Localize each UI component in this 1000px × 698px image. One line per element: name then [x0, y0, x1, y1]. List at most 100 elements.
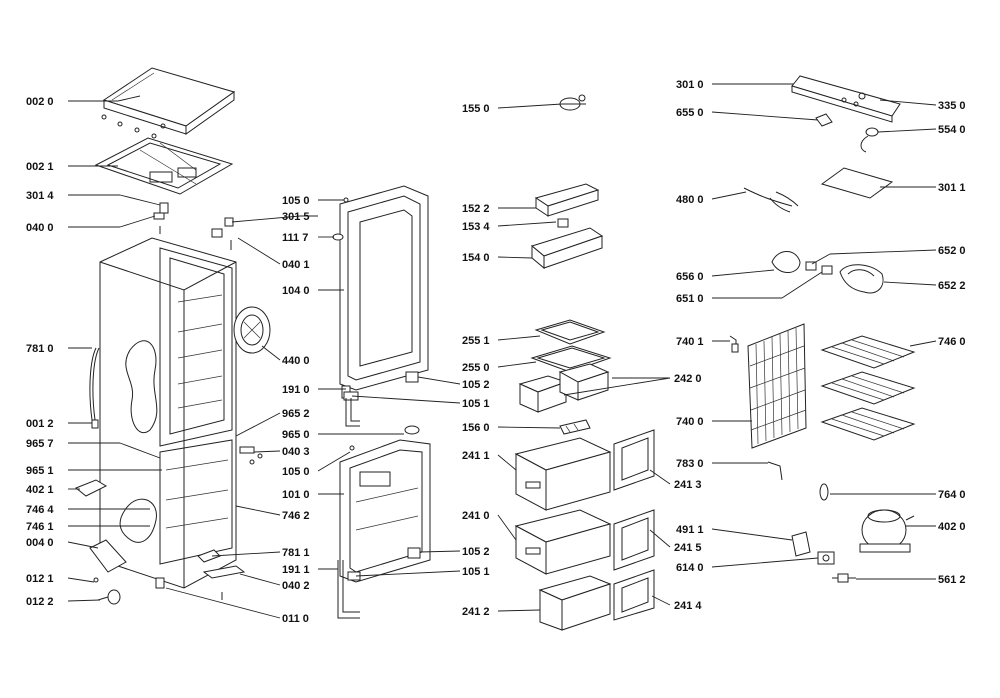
- label-152-2: 152 2: [462, 203, 490, 215]
- part-relay-box: [791, 531, 811, 557]
- label-105-0-lower: 105 0: [282, 466, 310, 478]
- label-191-1: 191 1: [282, 564, 310, 576]
- part-switch: [815, 113, 833, 127]
- part-info-plate: [820, 167, 894, 199]
- label-561-2: 561 2: [938, 574, 966, 586]
- label-241-1: 241 1: [462, 450, 490, 462]
- label-241-5: 241 5: [674, 542, 702, 554]
- label-242-0: 242 0: [674, 373, 702, 385]
- part-bottom-components: [75, 479, 246, 605]
- label-740-1: 740 1: [676, 336, 704, 348]
- part-small-shelf-clip: [557, 218, 569, 228]
- part-top-frame: [94, 137, 234, 195]
- label-255-1: 255 1: [462, 335, 490, 347]
- label-335-0: 335 0: [938, 100, 966, 112]
- label-155-0: 155 0: [462, 103, 490, 115]
- label-255-0: 255 0: [462, 362, 490, 374]
- part-pipe-left: [89, 347, 100, 429]
- label-740-0: 740 0: [676, 416, 704, 428]
- part-hinge-middle: [239, 446, 263, 465]
- label-965-0: 965 0: [282, 429, 310, 441]
- label-746-2: 746 2: [282, 510, 310, 522]
- label-156-0: 156 0: [462, 422, 490, 434]
- label-241-2: 241 2: [462, 606, 490, 618]
- part-thermostat-knob: [559, 94, 586, 111]
- label-105-1-upper: 105 1: [462, 398, 490, 410]
- label-153-4: 153 4: [462, 221, 490, 233]
- label-491-1: 491 1: [676, 524, 704, 536]
- label-040-3: 040 3: [282, 446, 310, 458]
- label-105-2-lower: 105 2: [462, 546, 490, 558]
- part-drawer-bottom: [538, 575, 612, 631]
- label-781-1: 781 1: [282, 547, 310, 559]
- label-301-4: 301 4: [26, 190, 54, 202]
- part-seal-ring: [819, 483, 829, 501]
- part-door-shelf-lower: [530, 227, 604, 270]
- part-hinge-top: [153, 202, 169, 234]
- label-105-1-lower: 105 1: [462, 566, 490, 578]
- label-002-0: 002 0: [26, 96, 54, 108]
- part-glass-shelves: [530, 319, 612, 373]
- label-301-0: 301 0: [676, 79, 704, 91]
- label-965-7: 965 7: [26, 438, 54, 450]
- label-402-1: 402 1: [26, 484, 54, 496]
- label-652-2: 652 2: [938, 280, 966, 292]
- label-746-4: 746 4: [26, 504, 54, 516]
- label-241-4: 241 4: [674, 600, 702, 612]
- part-control-panel: [791, 75, 901, 123]
- label-554-0: 554 0: [938, 124, 966, 136]
- label-746-1: 746 1: [26, 521, 54, 533]
- part-door-bar-fridge: [345, 398, 360, 427]
- label-040-0: 040 0: [26, 222, 54, 234]
- part-grille: [559, 419, 591, 435]
- part-door-light: [332, 233, 344, 241]
- part-drawer-front-middle: [613, 509, 655, 571]
- part-small-clip-a: [211, 217, 234, 250]
- label-111-7: 111 7: [282, 232, 308, 244]
- label-402-0: 402 0: [938, 521, 966, 533]
- label-040-2: 040 2: [282, 580, 310, 592]
- part-evaporator: [747, 323, 807, 449]
- label-656-0: 656 0: [676, 271, 704, 283]
- label-011-0: 011 0: [282, 613, 309, 625]
- part-fan: [233, 306, 271, 354]
- part-drain-tube: [767, 461, 783, 481]
- label-002-1: 002 1: [26, 161, 54, 173]
- part-lamp-group: [771, 251, 884, 294]
- label-191-0: 191 0: [282, 384, 310, 396]
- part-screw-door-top: [343, 197, 349, 203]
- part-drawer-middle: [514, 509, 612, 575]
- part-freezer-door: [337, 425, 431, 619]
- label-965-1: 965 1: [26, 465, 54, 477]
- label-301-1: 301 1: [938, 182, 966, 194]
- label-105-2-upper: 105 2: [462, 379, 490, 391]
- part-starter: [817, 551, 835, 565]
- label-480-0: 480 0: [676, 194, 704, 206]
- label-012-1: 012 1: [26, 573, 54, 585]
- leader-lines: [67, 83, 937, 619]
- part-drawer-top: [514, 437, 612, 511]
- part-filter-dryer: [832, 573, 856, 583]
- label-781-0: 781 0: [26, 343, 54, 355]
- label-004-0: 004 0: [26, 537, 54, 549]
- label-764-0: 764 0: [938, 489, 966, 501]
- part-number-labels: 002 0 002 1 301 4 040 0 781 0 001 2 965 …: [26, 79, 966, 625]
- label-614-0: 614 0: [676, 562, 704, 574]
- part-cabinet-body: [99, 237, 237, 589]
- part-door-shelf-upper: [534, 183, 600, 217]
- part-bracket: [729, 335, 739, 353]
- part-screws-top: [101, 114, 166, 139]
- label-001-2: 001 2: [26, 418, 54, 430]
- label-012-2: 012 2: [26, 596, 54, 608]
- part-drawer-front-top: [613, 429, 655, 491]
- label-965-2: 965 2: [282, 408, 310, 420]
- label-105-0-upper: 105 0: [282, 195, 310, 207]
- part-wire-shelves: [820, 335, 916, 441]
- label-746-0: 746 0: [938, 336, 966, 348]
- label-104-0: 104 0: [282, 285, 310, 297]
- label-154-0: 154 0: [462, 252, 490, 264]
- label-241-3: 241 3: [674, 479, 702, 491]
- label-655-0: 655 0: [676, 107, 704, 119]
